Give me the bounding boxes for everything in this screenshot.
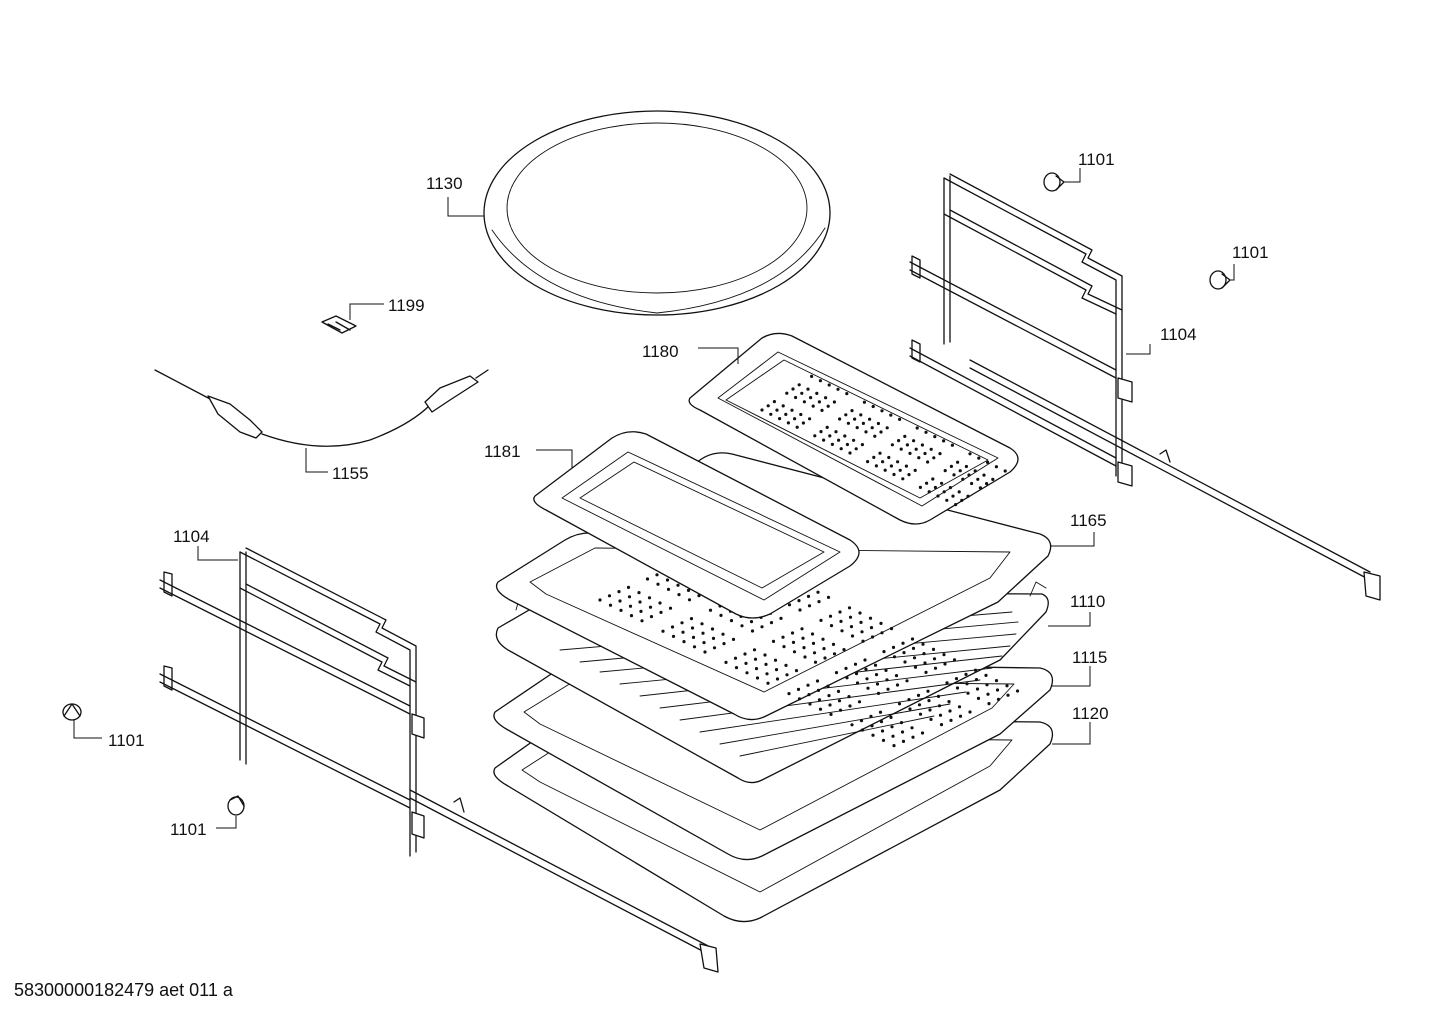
part-1181-solid-pan[interactable]: [533, 431, 860, 619]
label-1199: 1199: [388, 296, 425, 315]
callout-1180: 1180: [642, 342, 739, 364]
part-1130-round-pan[interactable]: [483, 110, 831, 316]
part-1101-screw-c[interactable]: [62, 703, 82, 721]
perforation-pattern-pan: [760, 374, 1007, 507]
callout-1165: 1165: [1050, 511, 1107, 547]
label-1120: 1120: [1072, 704, 1109, 723]
label-1104-left: 1104: [173, 527, 210, 546]
label-1101-a: 1101: [1078, 150, 1115, 169]
part-1101-screw-a[interactable]: [1043, 172, 1065, 192]
label-1155: 1155: [332, 464, 369, 483]
callout-1101-a: 1101: [1064, 150, 1115, 183]
label-1180: 1180: [642, 342, 679, 361]
callout-1101-c: 1101: [73, 720, 145, 750]
callout-1181: 1181: [484, 442, 573, 468]
drawing-number: 58300000182479 aet 011 a: [14, 980, 233, 1000]
callout-1104-right: 1104: [1126, 325, 1197, 355]
callout-1155: 1155: [305, 448, 369, 483]
label-1110: 1110: [1070, 592, 1105, 611]
callout-1110: 1110: [1048, 592, 1105, 627]
label-1130: 1130: [426, 174, 463, 193]
label-1101-c: 1101: [108, 731, 145, 750]
callout-1101-d: 1101: [170, 816, 237, 839]
part-1180-perforated-pan[interactable]: [688, 332, 1019, 525]
label-1101-b: 1101: [1232, 243, 1269, 262]
callout-1104-left: 1104: [173, 527, 238, 561]
part-1101-screw-d[interactable]: [227, 795, 245, 816]
callout-1115: 1115: [1052, 648, 1107, 687]
callout-1130: 1130: [426, 174, 484, 217]
part-1104-right-side-grid[interactable]: [909, 173, 1381, 601]
label-1115: 1115: [1072, 648, 1107, 667]
label-1101-d: 1101: [170, 820, 207, 839]
part-1101-screw-b[interactable]: [1209, 270, 1231, 290]
part-1104-left-side-grid[interactable]: [159, 547, 719, 973]
callout-1120: 1120: [1052, 704, 1109, 745]
callout-1199: 1199: [349, 296, 425, 320]
part-1155-meat-probe[interactable]: [154, 369, 489, 447]
label-1165: 1165: [1070, 511, 1107, 530]
label-1181: 1181: [484, 442, 521, 461]
callout-1101-b: 1101: [1230, 243, 1269, 281]
part-1199-clip[interactable]: [321, 315, 357, 334]
label-1104-right: 1104: [1160, 325, 1197, 344]
